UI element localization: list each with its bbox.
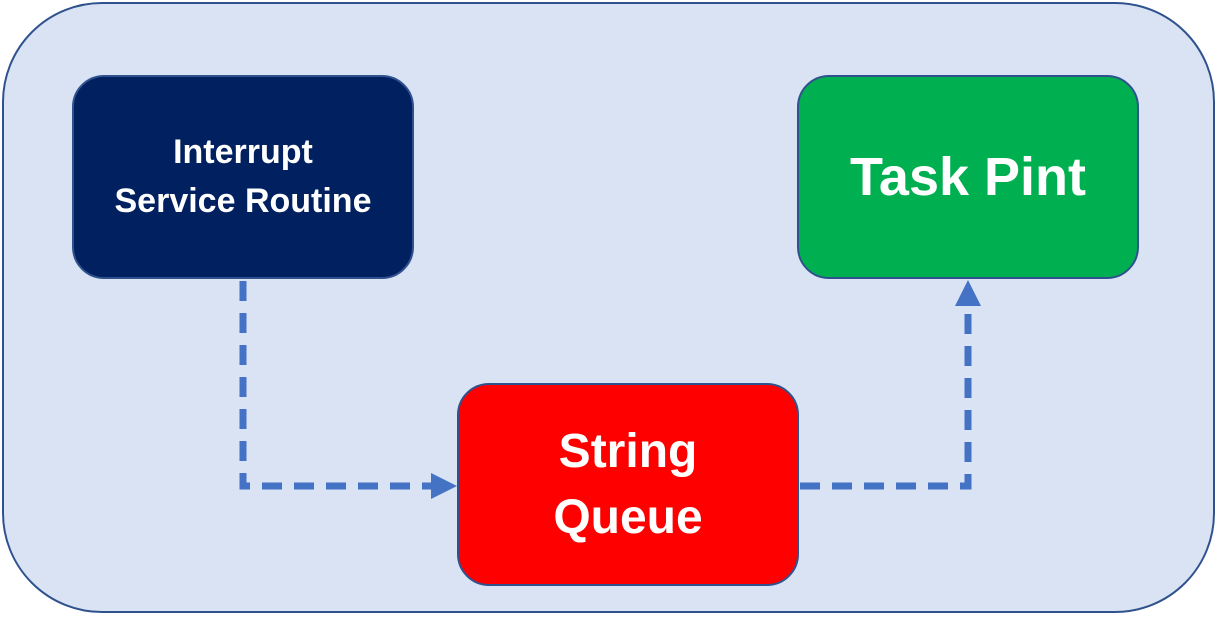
node-queue-label-line-2: Queue — [553, 490, 703, 544]
node-isr-label: Interrupt Service Routine — [115, 128, 372, 226]
node-interrupt-service-routine: Interrupt Service Routine — [72, 75, 414, 279]
node-queue-label-line-1: String — [558, 424, 698, 478]
node-task-pint: Task Pint — [797, 75, 1139, 279]
node-queue-label: String Queue — [553, 419, 702, 551]
node-task-label-line-1: Task Pint — [849, 147, 1087, 207]
node-task-label: Task Pint — [850, 146, 1086, 208]
edge-isr-to-queue — [239, 281, 457, 499]
connector-queue-to-task — [800, 305, 972, 490]
edge-queue-to-task — [800, 280, 981, 490]
arrowhead-queue-to-task — [955, 280, 981, 306]
node-string-queue: String Queue — [457, 383, 799, 586]
node-isr-label-line-1: Interrupt — [173, 133, 313, 171]
arrowhead-isr-to-queue — [431, 473, 457, 499]
connector-isr-to-queue — [239, 281, 432, 490]
node-isr-label-line-2: Service Routine — [114, 182, 372, 220]
